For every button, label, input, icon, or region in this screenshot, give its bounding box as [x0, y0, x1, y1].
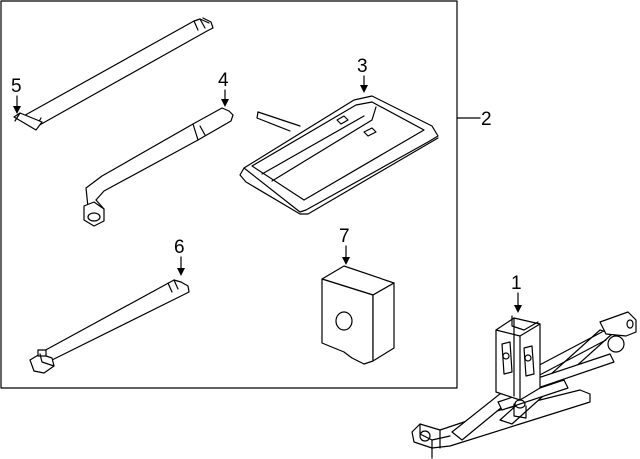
callout-4-arrowhead	[221, 99, 229, 107]
callout-7-arrowhead	[342, 257, 350, 265]
jack-handle-rod[interactable]	[13, 17, 214, 131]
tool-bag-tray[interactable]	[239, 95, 439, 215]
lug-wrench[interactable]	[83, 107, 234, 227]
callout-label-4: 4	[218, 70, 229, 91]
group-enclosure-box	[0, 0, 458, 389]
callout-3-arrowhead	[360, 85, 368, 93]
callout-label-2: 2	[481, 109, 492, 130]
extension-bar[interactable]	[29, 279, 190, 374]
storage-block[interactable]	[321, 265, 395, 365]
callout-label-3: 3	[357, 56, 368, 77]
callout-label-7: 7	[339, 226, 350, 247]
callout-label-6: 6	[174, 237, 185, 258]
callout-5-arrowhead	[13, 106, 21, 114]
callout-1-arrowhead	[514, 305, 522, 313]
callout-label-1: 1	[511, 273, 522, 294]
scissor-jack[interactable]	[411, 311, 637, 459]
callout-6-arrowhead	[177, 268, 185, 276]
callout-label-5: 5	[11, 76, 22, 97]
